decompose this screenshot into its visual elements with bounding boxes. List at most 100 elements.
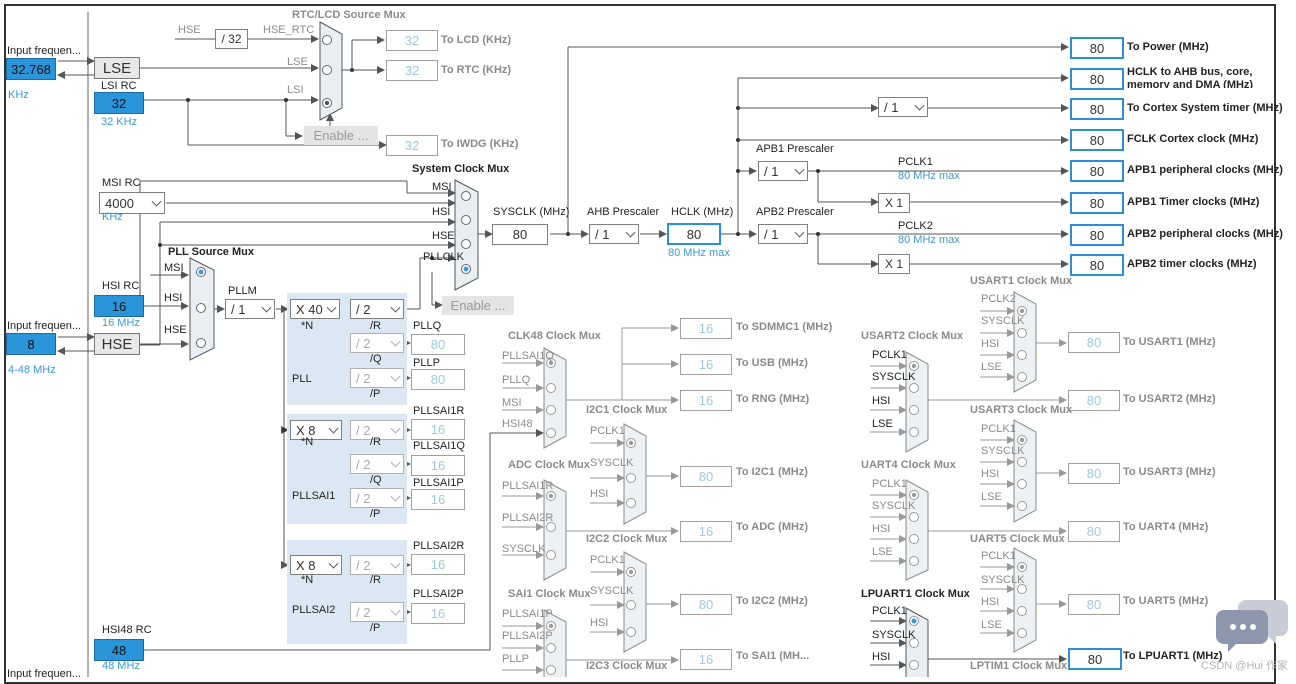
chat-bubble-icon[interactable] (1216, 594, 1290, 654)
pllsai1-p-select[interactable]: / 2 (350, 488, 404, 508)
usart2-in3: HSI (872, 395, 891, 407)
i2c3-mux-title: I2C3 Clock Mux (586, 660, 668, 672)
lse-oscillator: LSE (94, 57, 140, 79)
usart3-in3: HSI (981, 468, 1000, 480)
uart4-mux (905, 479, 929, 581)
chevron-down-icon (390, 302, 401, 313)
pclk2-max: 80 MHz max (898, 234, 960, 246)
i2c2-in2: SYSCLK (590, 585, 634, 597)
rng-output-value: 16 (680, 390, 732, 411)
pll-r-select[interactable]: / 2 (350, 299, 404, 319)
clock-output-value[interactable]: 80 (1070, 254, 1124, 276)
lse-input-frequency-field[interactable]: 32.768 (6, 58, 56, 80)
clock-output-value[interactable]: 80 (1070, 160, 1124, 182)
uart5-output-value: 80 (1068, 594, 1120, 615)
uart4-in1: PCLK1 (872, 478, 907, 490)
usart1-in1: PCLK2 (981, 293, 1016, 305)
sysclk-msi-label: MSI (432, 181, 452, 193)
apb2-timer-multiplier: X 1 (878, 254, 910, 274)
hsi48-rc-title: HSI48 RC (102, 624, 152, 636)
clk48-in4: HSI48 (502, 418, 533, 430)
rng-output-label: To RNG (MHz) (736, 393, 810, 405)
hsi48-rc-value: 48 (94, 639, 144, 661)
uart5-mux-title: UART5 Clock Mux (970, 533, 1065, 545)
pll-q-label: /Q (370, 353, 382, 365)
clock-output-value[interactable]: 80 (1070, 98, 1124, 120)
pllsai2p-label: PLLSAI2P (413, 588, 464, 600)
sai1-output-value: 16 (680, 649, 732, 670)
uart5-output-label: To UART5 (MHz) (1123, 595, 1209, 607)
clock-output-value[interactable]: 80 (1070, 192, 1124, 214)
sdmmc-output-value: 16 (680, 318, 732, 339)
usart2-mux (905, 351, 929, 453)
usart1-output-value: 80 (1068, 332, 1120, 353)
clock-output-value[interactable]: 80 (1070, 129, 1124, 151)
msi-unit: KHz (102, 211, 123, 223)
lse-unit: KHz (8, 89, 29, 101)
pclk1-label: PCLK1 (898, 156, 933, 168)
pllsai1q-label: PLLSAI1Q (413, 440, 465, 452)
chevron-down-icon (914, 100, 925, 111)
apb1-prescaler-select[interactable]: / 1 (758, 161, 808, 181)
cortex-timer-divider-select[interactable]: / 1 (878, 97, 928, 117)
pllsai1-n-select[interactable]: X 8 (290, 420, 342, 440)
pllsai1q-value: 16 (411, 455, 465, 476)
pll-p-select[interactable]: / 2 (350, 368, 404, 388)
clock-output-value[interactable]: 80 (1070, 224, 1124, 246)
chevron-down-icon (390, 457, 401, 468)
pllsai2-p-select[interactable]: / 2 (350, 602, 404, 622)
ahb-prescaler-select[interactable]: / 1 (589, 224, 639, 244)
usart1-in4: LSE (981, 361, 1002, 373)
system-clock-mux-title: System Clock Mux (412, 163, 510, 175)
msi-frequency-select[interactable]: 4000 (99, 192, 165, 214)
hse-input-frequency-field[interactable]: 8 (6, 333, 56, 355)
usart1-mux (1013, 291, 1037, 393)
clk48-mux (543, 347, 567, 449)
pllsai1-n-label: *N (301, 436, 314, 448)
clock-output-value[interactable]: 80 (1070, 68, 1124, 90)
i2c1-output-value: 80 (680, 466, 732, 487)
chevron-down-icon (151, 196, 162, 207)
adc-output-label: To ADC (MHz) (736, 521, 809, 533)
uart5-in2: SYSCLK (981, 574, 1025, 586)
i2c1-in3: HSI (590, 488, 609, 500)
rtc-lsi-label: LSI (287, 84, 304, 96)
sai1-mux-title: SAI1 Clock Mux (508, 588, 591, 600)
uart4-in4: LSE (872, 546, 893, 558)
chevron-down-icon (328, 423, 339, 434)
i2c2-in1: PCLK1 (590, 554, 625, 566)
lpuart1-output-field[interactable]: 80 (1068, 648, 1122, 670)
pllsai2-n-select[interactable]: X 8 (290, 555, 342, 575)
pllsai1-q-label: /Q (370, 474, 382, 486)
pll-source-mux-title: PLL Source Mux (168, 246, 254, 258)
hse-div32-box: / 32 (215, 29, 248, 49)
i2c2-mux-title: I2C2 Clock Mux (586, 533, 668, 545)
input-frequency-label-3: Input frequen... (7, 668, 81, 680)
pll-r-label: /R (370, 320, 381, 332)
usb-output-value: 16 (680, 354, 732, 375)
apb2-prescaler-select[interactable]: / 1 (758, 224, 808, 244)
pllp-value: 80 (411, 369, 465, 390)
hclk-field[interactable]: 80 (667, 223, 721, 245)
pll-src-hse-label: HSE (164, 324, 187, 336)
sysclk-enable-button[interactable]: Enable ... (442, 296, 514, 315)
pllsai2-name: PLLSAI2 (292, 604, 336, 616)
pllsai2-r-select[interactable]: / 2 (350, 555, 404, 575)
rtc-enable-button[interactable]: Enable ... (304, 126, 378, 145)
chevron-down-icon (328, 558, 339, 569)
pll-q-select[interactable]: / 2 (350, 333, 404, 353)
pllm-select[interactable]: / 1 (225, 299, 275, 319)
clock-output-value[interactable]: 80 (1070, 37, 1124, 59)
pllsai1-q-select[interactable]: / 2 (350, 454, 404, 474)
lpuart1-output-label: To LPUART1 (MHz) (1123, 650, 1223, 662)
pllsai1-r-select[interactable]: / 2 (350, 420, 404, 440)
uart5-in4: LSE (981, 619, 1002, 631)
sai1-in3: PLLP (502, 653, 529, 665)
clock-output-label: APB1 Timer clocks (MHz) (1127, 196, 1260, 208)
pclk1-max: 80 MHz max (898, 170, 960, 182)
chevron-down-icon (390, 336, 401, 347)
lsi-unit: 32 KHz (101, 116, 138, 128)
pll-n-select[interactable]: X 40 (290, 299, 340, 319)
sysclk-value: 80 (492, 224, 548, 245)
